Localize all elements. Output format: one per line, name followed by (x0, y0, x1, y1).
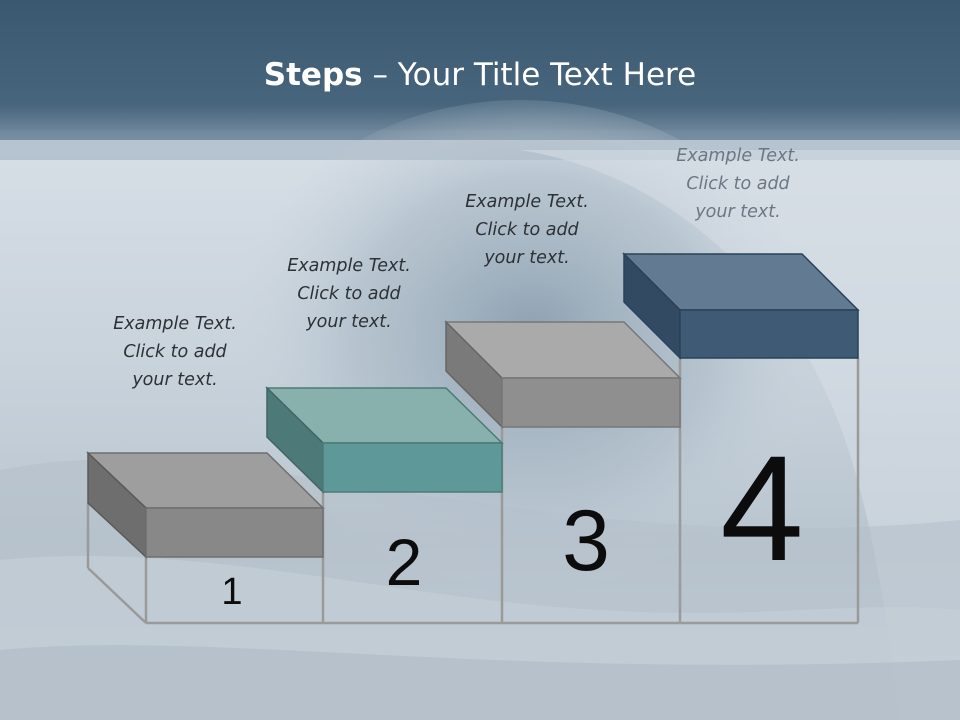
step-4-block[interactable] (622, 252, 860, 360)
step-1-caption-line: your text. (132, 370, 218, 390)
title-rest: – Your Title Text Here (362, 57, 697, 93)
step-3-number: 3 (562, 493, 610, 589)
step-1-caption[interactable]: Example Text. Click to add your text. (80, 310, 270, 394)
slide-title[interactable]: Steps – Your Title Text Here (0, 52, 960, 98)
step-4-caption[interactable]: Example Text. Click to add your text. (643, 142, 833, 226)
step-4-caption-line: Click to add (686, 174, 790, 194)
step-1-number: 1 (221, 571, 242, 613)
staircase-outline (86, 358, 860, 625)
step-3-block[interactable] (444, 320, 682, 429)
step-3-caption-line: Click to add (475, 220, 579, 240)
step-3-caption-line: your text. (484, 248, 570, 268)
step-2-caption-line: Click to add (297, 284, 401, 304)
step-4-caption-line: your text. (695, 202, 781, 222)
step-2-caption[interactable]: Example Text. Click to add your text. (254, 252, 444, 336)
step-2-number: 2 (386, 525, 423, 599)
step-3-caption-line: Example Text. (465, 192, 589, 212)
step-1-caption-line: Example Text. (113, 314, 237, 334)
step-1-caption-line: Click to add (123, 342, 227, 362)
title-bold: Steps (263, 57, 363, 93)
step-4-caption-line: Example Text. (676, 146, 800, 166)
step-2-block[interactable] (265, 386, 504, 494)
step-4-number: 4 (720, 424, 803, 592)
step-2-caption-line: your text. (306, 312, 392, 332)
step-3-caption[interactable]: Example Text. Click to add your text. (432, 188, 622, 272)
step-2-caption-line: Example Text. (287, 256, 411, 276)
step-1-block[interactable] (86, 451, 325, 559)
